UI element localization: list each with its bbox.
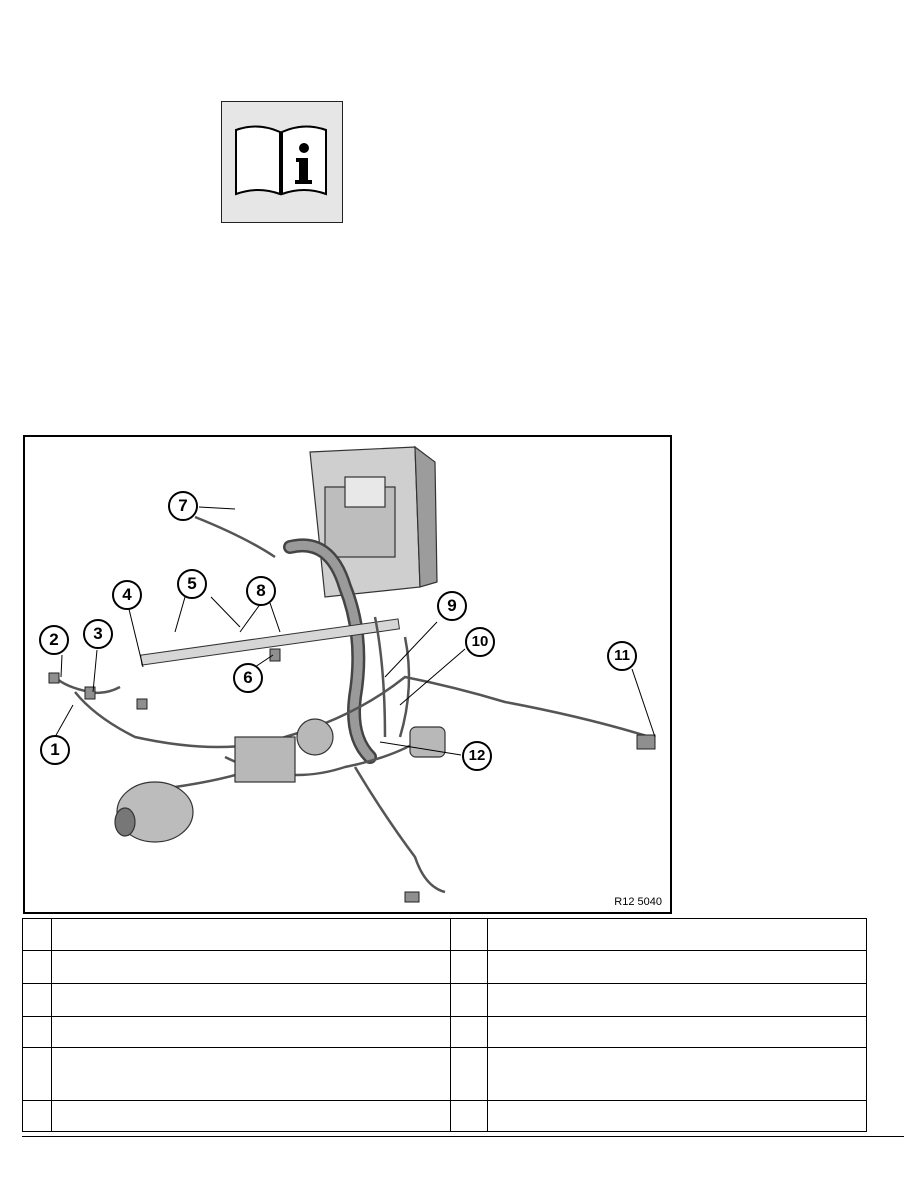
table-row [22, 983, 867, 1017]
wiring-harness-figure: 1 2 3 4 5 6 7 8 9 10 11 12 R12 5040 [23, 435, 672, 914]
legend-left-number [22, 1100, 52, 1132]
legend-left-number [22, 950, 52, 984]
callout-5: 5 [177, 569, 207, 599]
legend-right-number [450, 918, 488, 951]
figure-code: R12 5040 [614, 896, 662, 908]
callout-2: 2 [39, 625, 69, 655]
legend-left-number [22, 918, 52, 951]
callout-8: 8 [246, 576, 276, 606]
callout-1: 1 [40, 735, 70, 765]
legend-left-text [51, 983, 451, 1017]
callout-6: 6 [233, 663, 263, 693]
legend-right-text [487, 1100, 867, 1132]
legend-left-number [22, 1047, 52, 1101]
callout-3: 3 [83, 619, 113, 649]
callout-7: 7 [168, 491, 198, 521]
table-row [22, 1016, 867, 1048]
legend-right-number [450, 1016, 488, 1048]
callout-4: 4 [112, 580, 142, 610]
legend-left-text [51, 1047, 451, 1101]
legend-left-text [51, 1016, 451, 1048]
callout-10: 10 [465, 627, 495, 657]
table-row [22, 1100, 867, 1132]
callout-9: 9 [437, 591, 467, 621]
callout-11: 11 [607, 641, 637, 671]
legend-right-text [487, 983, 867, 1017]
legend-table [22, 918, 867, 1132]
info-book-icon [221, 101, 343, 223]
wiring-harness-illustration [48, 445, 656, 903]
legend-right-number [450, 950, 488, 984]
table-row [22, 918, 867, 951]
legend-left-text [51, 1100, 451, 1132]
legend-left-number [22, 983, 52, 1017]
footer-divider [22, 1136, 904, 1137]
callout-12: 12 [462, 741, 492, 771]
table-row [22, 950, 867, 984]
legend-left-text [51, 918, 451, 951]
legend-right-number [450, 983, 488, 1017]
legend-right-number [450, 1100, 488, 1132]
legend-right-number [450, 1047, 488, 1101]
legend-right-text [487, 918, 867, 951]
legend-right-text [487, 1047, 867, 1101]
table-row [22, 1047, 867, 1101]
legend-right-text [487, 1016, 867, 1048]
legend-right-text [487, 950, 867, 984]
legend-left-text [51, 950, 451, 984]
legend-left-number [22, 1016, 52, 1048]
